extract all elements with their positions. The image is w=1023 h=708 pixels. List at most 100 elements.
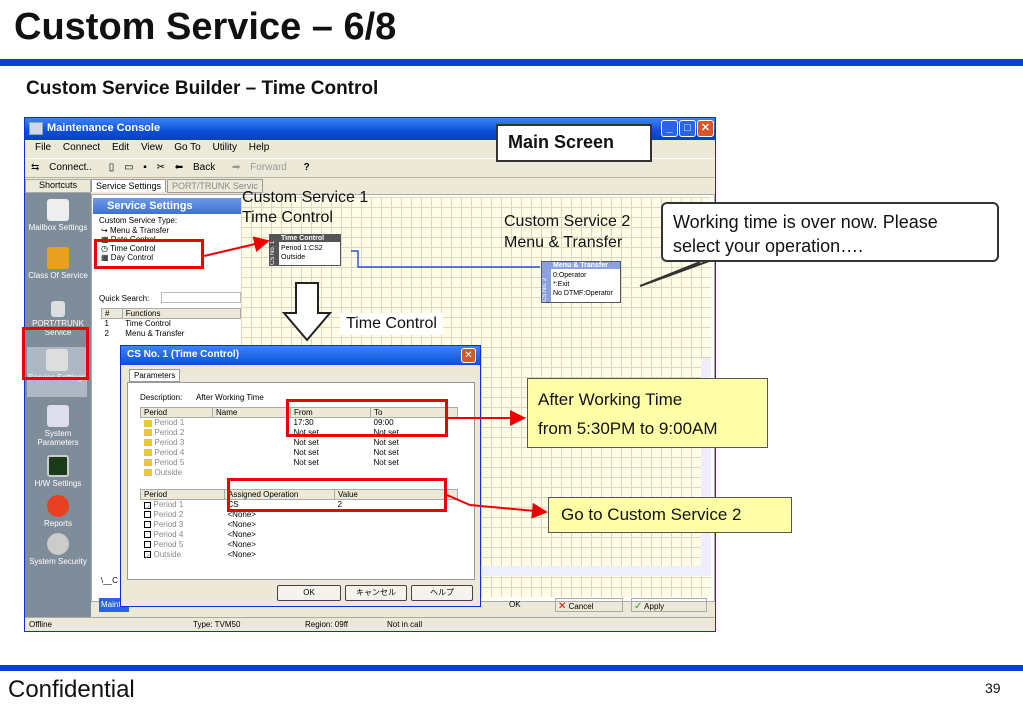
cancel-button[interactable]: ✕ Cancel bbox=[555, 598, 623, 612]
dialog-close-button[interactable]: ✕ bbox=[461, 348, 476, 363]
service-settings-highlight bbox=[22, 327, 89, 380]
checkbox-checked[interactable]: ✓ bbox=[143, 551, 152, 562]
cs-type-menu-transfer[interactable]: ↪ Menu & Transfer bbox=[101, 226, 170, 235]
shortcut-system-parameters[interactable]: System Parameters bbox=[25, 405, 91, 447]
dialog-cancel-button[interactable]: キャンセル bbox=[345, 585, 407, 601]
checkbox[interactable] bbox=[143, 511, 151, 519]
horizontal-scrollbar[interactable] bbox=[415, 566, 711, 576]
menu-bar: File Connect Edit View Go To Utility Hel… bbox=[25, 140, 715, 158]
menu-help[interactable]: Help bbox=[248, 142, 270, 153]
cs1-node-title: Time Control bbox=[279, 235, 340, 242]
shortcut-port-trunk[interactable]: PORT/TRUNK Service bbox=[25, 301, 91, 337]
cs2-node[interactable]: CS No. 2 Menu & Transfer 0:Operator *:Ex… bbox=[541, 261, 621, 303]
menu-file[interactable]: File bbox=[35, 142, 52, 153]
monitor-icon bbox=[47, 455, 69, 477]
close-button[interactable]: ✕ bbox=[697, 120, 714, 137]
description-label: Description: bbox=[140, 393, 183, 402]
menu-transfer-icon: ↪ bbox=[101, 226, 108, 235]
ok-button[interactable]: OK bbox=[509, 600, 521, 609]
type-status: Type: TVM50 bbox=[193, 620, 241, 629]
save-icon[interactable]: ▪ bbox=[143, 162, 147, 173]
menu-connect[interactable]: Connect bbox=[62, 142, 101, 153]
open-icon[interactable]: ▭ bbox=[124, 162, 134, 173]
help-button[interactable]: ? bbox=[303, 162, 310, 173]
clock-icon: ◷ bbox=[101, 244, 108, 253]
dialog-title: CS No. 1 (Time Control) bbox=[121, 346, 480, 365]
mailbox-icon bbox=[47, 199, 69, 221]
table-row[interactable]: Period 4<None> bbox=[141, 530, 458, 540]
app-icon bbox=[29, 122, 43, 135]
menu-utility[interactable]: Utility bbox=[212, 142, 237, 153]
checkbox[interactable] bbox=[143, 541, 151, 549]
shortcut-hw-settings[interactable]: H/W Settings bbox=[25, 455, 91, 488]
cs2-node-row-exit: *:Exit bbox=[553, 281, 570, 288]
minimize-button[interactable]: _ bbox=[661, 120, 678, 137]
shortcut-service-settings[interactable]: Service Settings bbox=[27, 347, 87, 397]
cs2-node-row-operator: 0:Operator bbox=[553, 272, 587, 279]
shortcut-class-of-service[interactable]: Class Of Service bbox=[25, 247, 91, 280]
cut-icon[interactable]: ✂ bbox=[156, 162, 166, 173]
back-button[interactable]: ⬅ Back bbox=[174, 162, 216, 173]
quick-search-input[interactable] bbox=[161, 292, 241, 303]
shortcut-reports[interactable]: Reports bbox=[25, 495, 91, 528]
checkbox-checked[interactable]: ✓ bbox=[143, 501, 152, 512]
table-row[interactable]: Outside bbox=[141, 468, 458, 478]
table-row[interactable]: Period 5<None> bbox=[141, 540, 458, 550]
footer-confidential: Confidential bbox=[8, 676, 135, 703]
cancel-x-icon: ✕ bbox=[558, 601, 567, 612]
vertical-scrollbar[interactable] bbox=[701, 358, 711, 570]
menu-view[interactable]: View bbox=[140, 142, 163, 153]
footer-divider bbox=[0, 665, 1023, 671]
cs2-node-title: Menu & Transfer bbox=[551, 262, 620, 269]
checkbox[interactable] bbox=[143, 531, 151, 539]
menu-goto[interactable]: Go To bbox=[174, 142, 201, 153]
description-value[interactable]: After Working Time bbox=[196, 393, 264, 402]
cs-type-day-control[interactable]: ▦ Day Control bbox=[101, 253, 154, 262]
back-arrow-icon: ⬅ bbox=[174, 162, 184, 173]
apply-button[interactable]: ✓ Apply bbox=[631, 598, 707, 612]
dialog-help-button[interactable]: ヘルプ bbox=[411, 585, 473, 601]
security-icon bbox=[47, 533, 69, 555]
new-icon[interactable]: ▯ bbox=[108, 162, 115, 173]
period-icon bbox=[143, 439, 152, 447]
tab-port-trunk[interactable]: PORT/TRUNK Servic bbox=[167, 179, 263, 193]
menu-edit[interactable]: Edit bbox=[111, 142, 130, 153]
maximize-button[interactable]: □ bbox=[679, 120, 696, 137]
cs-type-label: Custom Service Type: bbox=[99, 216, 178, 225]
port-trunk-icon bbox=[51, 301, 65, 317]
forward-arrow-icon: ➡ bbox=[231, 162, 241, 173]
shortcut-mailbox-settings[interactable]: Mailbox Settings bbox=[25, 199, 91, 232]
dialog-body: Description: After Working Time Period N… bbox=[127, 382, 475, 580]
cs1-node-row-period1: Period 1:CS2 bbox=[281, 245, 323, 252]
table-row[interactable]: ✓Outside<None> bbox=[143, 550, 256, 562]
cs-type-time-control[interactable]: ◷ Time Control bbox=[101, 244, 241, 253]
connect-button[interactable]: ⇆ Connect.. bbox=[31, 162, 92, 173]
time-control-label: Time Control bbox=[340, 313, 443, 335]
cs-link-line bbox=[351, 250, 540, 268]
table-row[interactable]: Period 3<None> bbox=[141, 520, 458, 530]
table-row[interactable]: Period 2<None> bbox=[141, 510, 458, 520]
dialog-ok-button[interactable]: OK bbox=[277, 585, 341, 601]
checkbox[interactable] bbox=[143, 521, 151, 529]
forward-button[interactable]: ➡ Forward bbox=[231, 162, 287, 173]
time-control-highlight bbox=[94, 239, 204, 269]
period-icon bbox=[143, 469, 152, 477]
wrench-icon bbox=[46, 349, 68, 371]
cs1-node[interactable]: CS No. 1 Time Control Period 1:CS2 Outsi… bbox=[269, 234, 341, 266]
tab-service-settings[interactable]: Service Settings bbox=[91, 179, 167, 192]
goto-cs2-arrow bbox=[446, 494, 548, 519]
shortcut-system-security[interactable]: System Security bbox=[25, 533, 91, 566]
bottom-prefix: \__C bbox=[101, 576, 118, 585]
tab-parameters[interactable]: Parameters bbox=[129, 369, 181, 382]
operation-table: Period Assigned Operation Value ✓Period … bbox=[140, 489, 458, 562]
